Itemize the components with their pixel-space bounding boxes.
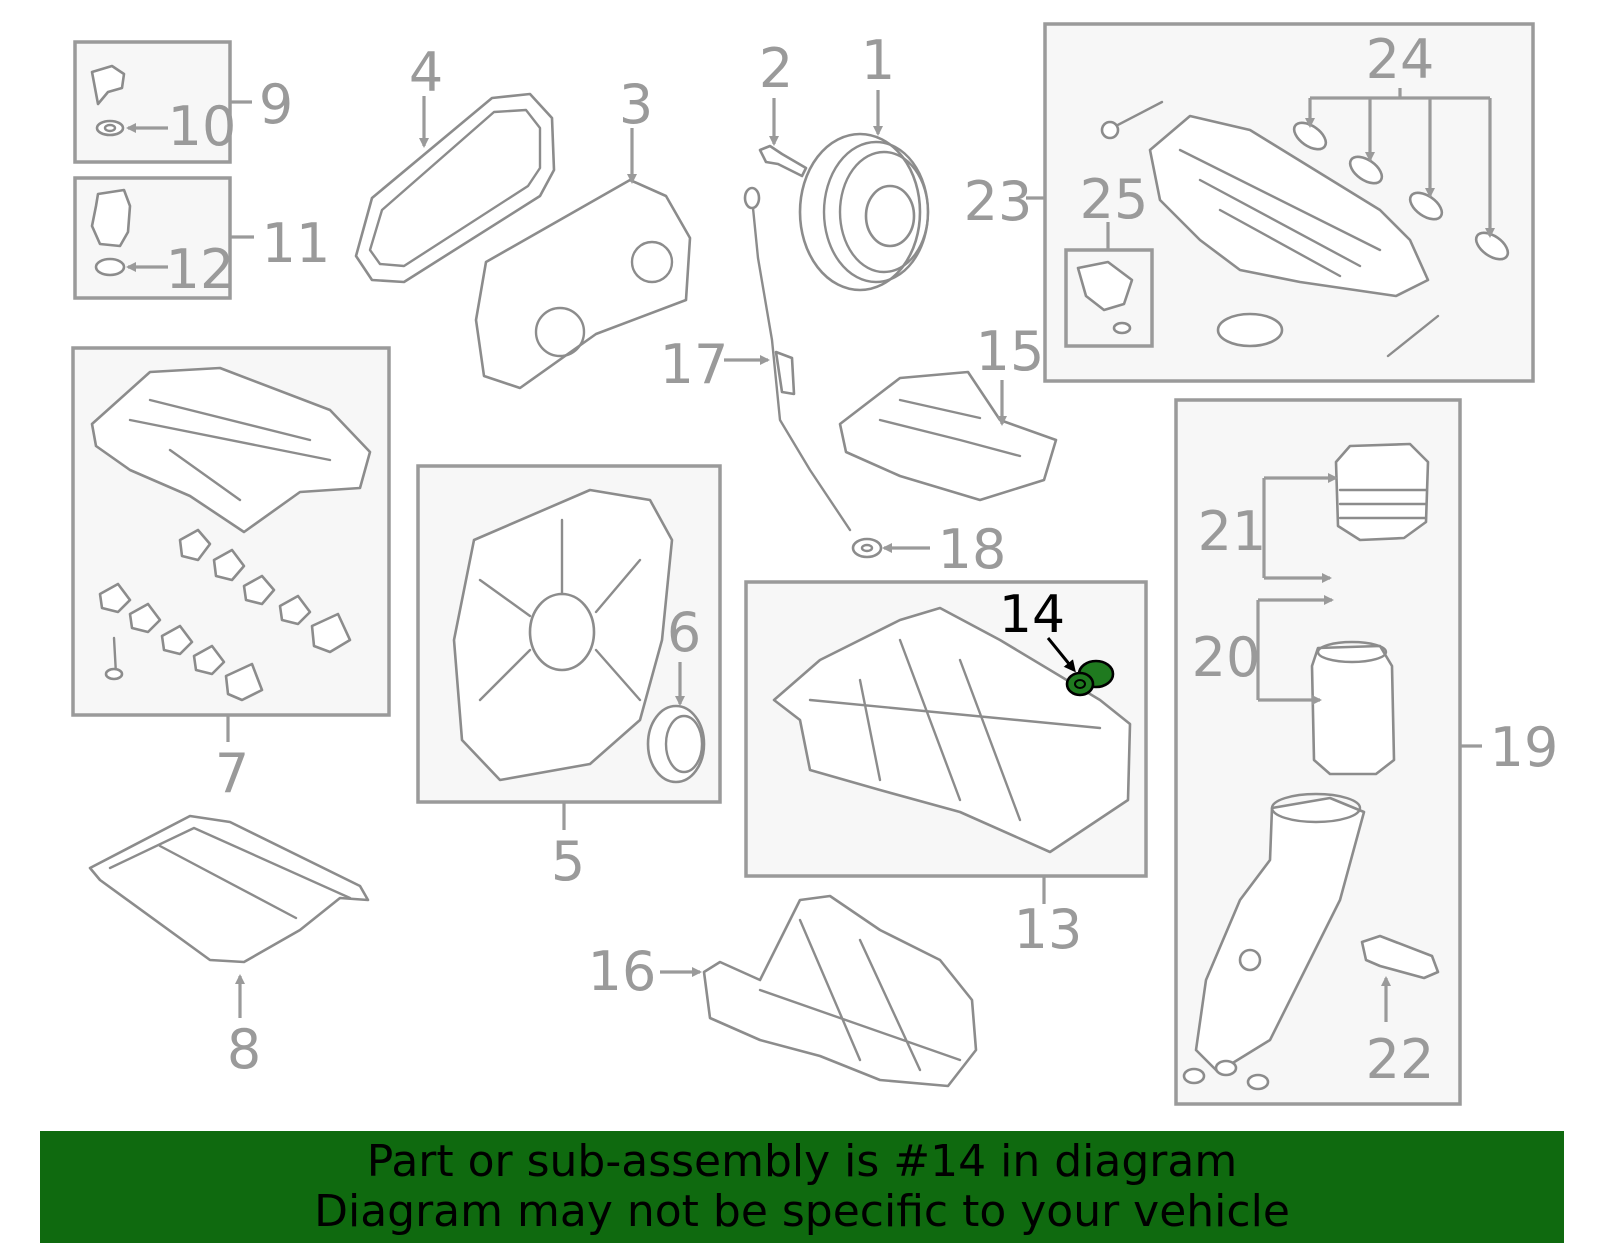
drain-plug-14 [1065, 659, 1115, 697]
callout-13: 13 [1014, 898, 1083, 961]
callout-5: 5 [551, 830, 585, 893]
intake-gasket-a [1292, 121, 1328, 151]
banner-line-1: Part or sub-assembly is #14 in diagram [366, 1136, 1238, 1187]
callout-24: 24 [1366, 28, 1435, 91]
timing-cover-3 [474, 178, 692, 390]
callout-18: 18 [938, 518, 1007, 581]
oil-filter-housing-group [1174, 398, 1482, 1106]
callout-labels: 1 2 3 4 5 6 7 8 9 10 11 12 13 14 15 16 1… [166, 28, 1559, 1091]
front-cover-group [416, 464, 722, 830]
callout-6: 6 [667, 601, 701, 664]
dipstick-group [724, 186, 930, 559]
callout-7: 7 [215, 742, 249, 805]
sensor-22 [1360, 934, 1440, 980]
callout-4: 4 [409, 41, 443, 104]
callout-3: 3 [619, 73, 653, 136]
callout-19: 19 [1490, 716, 1559, 779]
baffle-group [838, 370, 1058, 502]
separator-part [90, 188, 132, 248]
pulley-1 [798, 132, 922, 292]
oil-separator-group [73, 176, 254, 300]
gasket-4 [354, 92, 556, 284]
info-banner: Part or sub-assembly is #14 in diagram D… [40, 1131, 1564, 1243]
oil-cap-part [90, 64, 126, 106]
callout-21: 21 [1198, 500, 1267, 563]
oil-pan-13 [772, 606, 1132, 854]
lower-pan-16 [702, 894, 978, 1088]
oil-cap-seal [95, 119, 125, 137]
sensor-25 [1076, 260, 1134, 312]
callout-22: 22 [1366, 1028, 1435, 1091]
intake-manifold-group [1026, 22, 1535, 383]
seal-6 [646, 704, 706, 784]
callout-9: 9 [259, 73, 293, 136]
timing-cover-gasket-group [354, 92, 692, 390]
callout-2: 2 [759, 37, 793, 100]
callout-8: 8 [227, 1018, 261, 1081]
callout-12: 12 [166, 238, 235, 301]
valve-cover-gasket-group [88, 814, 370, 1018]
callout-16: 16 [588, 940, 657, 1003]
callout-15: 15 [976, 320, 1045, 383]
callout-14: 14 [999, 585, 1065, 645]
callout-11: 11 [262, 212, 331, 275]
bolt-2 [758, 144, 808, 178]
callout-1: 1 [861, 29, 895, 92]
callout-23: 23 [964, 170, 1033, 233]
callout-25: 25 [1080, 168, 1149, 231]
dipstick-17 [750, 196, 852, 532]
gasket-8 [88, 814, 370, 964]
filter-element-20 [1310, 644, 1396, 776]
cam-carrier-group [71, 346, 391, 742]
manifold-seal-ring [1216, 312, 1284, 348]
filter-housing-19 [1194, 796, 1366, 1074]
separator-seal [94, 257, 126, 277]
crank-pulley-group [758, 90, 930, 292]
intake-gasket-d [1474, 231, 1510, 261]
cam-carrier-7 [90, 366, 372, 534]
callout-10: 10 [168, 95, 237, 158]
manifold-23 [1148, 114, 1430, 298]
callout-17: 17 [660, 333, 729, 396]
seal-18 [851, 537, 883, 559]
oil-pan-group [744, 580, 1148, 904]
callout-20: 20 [1192, 626, 1261, 689]
banner-line-2: Diagram may not be specific to your vehi… [314, 1186, 1290, 1237]
oil-filler-cap-group [73, 40, 252, 164]
lower-oil-pan-group [660, 894, 978, 1088]
filter-cap-21 [1334, 442, 1430, 542]
